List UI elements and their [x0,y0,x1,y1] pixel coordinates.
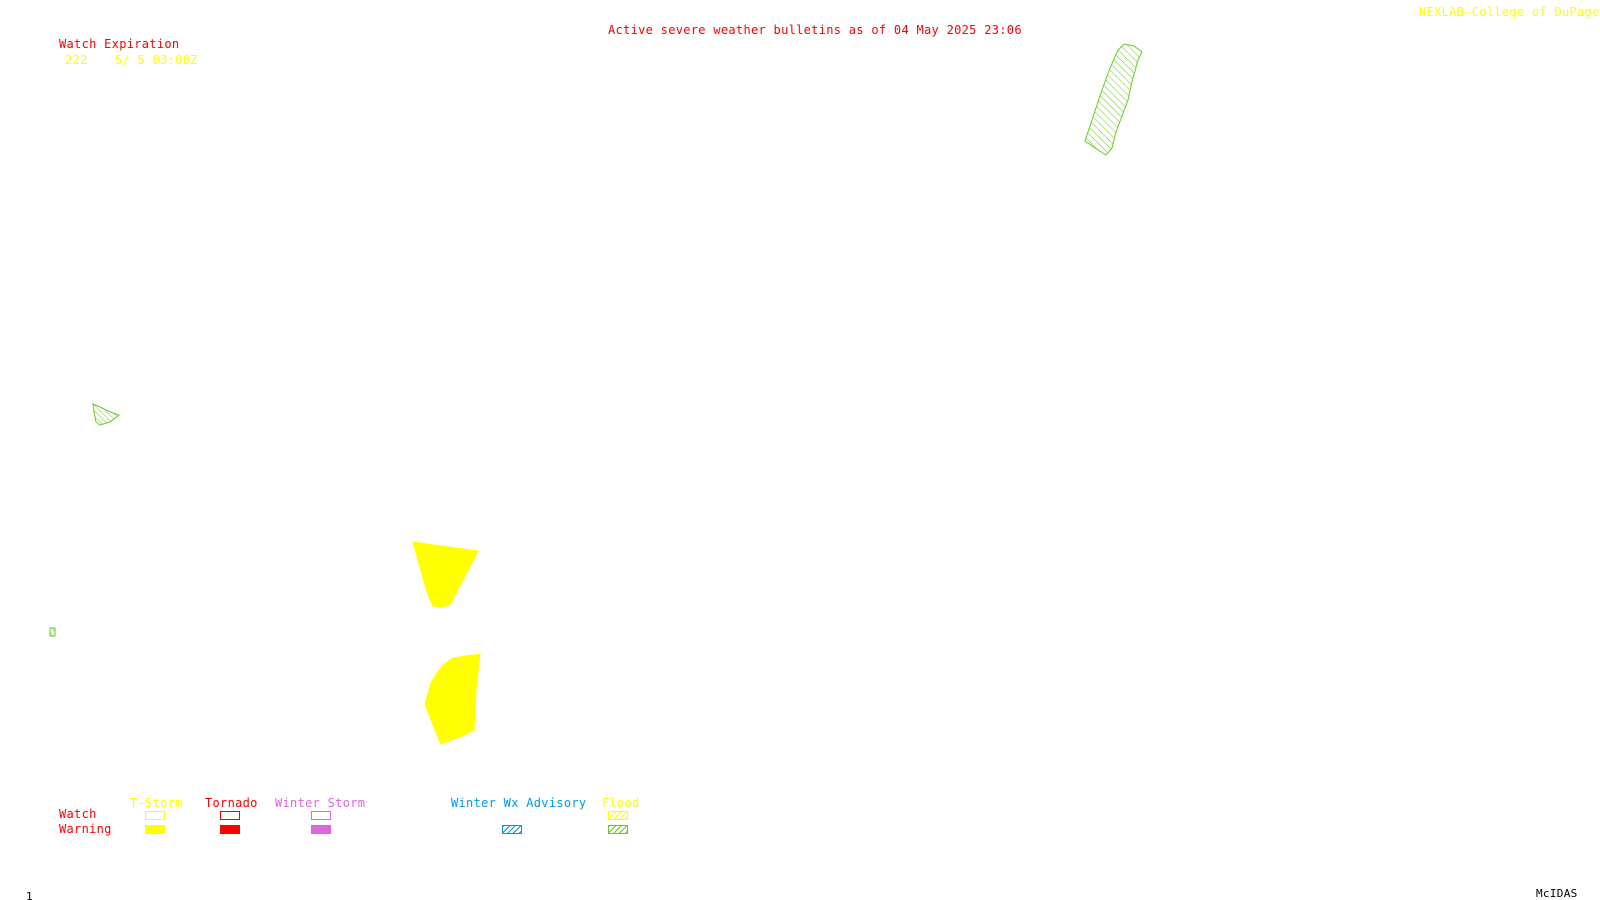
legend-swatch-winter-storm-warning [311,825,331,834]
watch-expiration-time: 5/ 5 03:00Z [115,53,198,67]
legend-row-warning: Warning [59,822,112,836]
watch-number: 222 [65,53,88,67]
legend-swatch-flood-warning [608,825,628,834]
frame-number: 1 [26,890,33,900]
legend-label-flood: Flood [602,796,640,810]
software-label: McIDAS [1536,887,1578,900]
legend-label-winter-wx-advisory: Winter Wx Advisory [451,796,587,810]
legend-swatch-winter-storm-watch [311,811,331,820]
legend-swatch-winter-wx-advisory [502,825,522,834]
legend-swatch-tornado-warning [220,825,240,834]
flood-warning-polygon [1084,43,1143,156]
legend-row-watch: Watch [59,807,97,821]
legend-swatch-tstorm-warning [145,825,165,834]
legend-swatch-tstorm-watch [145,811,165,820]
legend-label-tstorm: T-Storm [130,796,183,810]
credit-label: NEXLAB-College of DuPage R [1419,5,1600,19]
bulletin-title: Active severe weather bulletins as of 04… [608,23,1022,37]
legend-label-winter-storm: Winter Storm [275,796,366,810]
tstorm-warning-polygon [424,653,481,745]
legend-swatch-tornado-watch [220,811,240,820]
flood-warning-polygon [92,403,121,426]
legend-label-tornado: Tornado [205,796,258,810]
legend-swatch-flood-watch [608,811,628,820]
watch-expiration-heading: Watch Expiration [59,37,180,51]
tstorm-warning-polygon [412,541,479,608]
flood-warning-polygon [49,627,56,637]
